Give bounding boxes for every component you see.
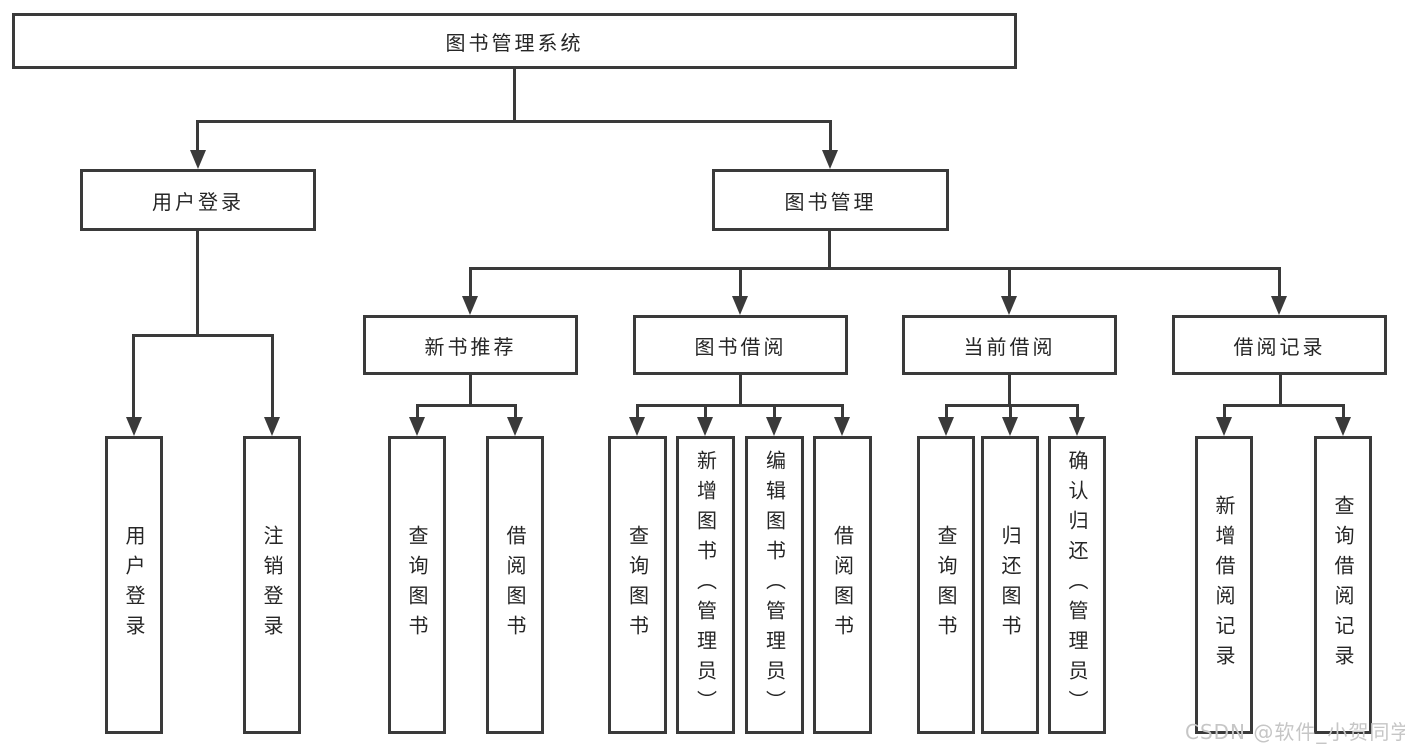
connector-line	[739, 375, 742, 406]
leaf-cb-query-books: 查询图书	[917, 436, 975, 734]
leaf-bb-query-books: 查询图书	[608, 436, 667, 734]
node-book-mgmt: 图书管理	[712, 169, 949, 231]
connector-line	[828, 231, 831, 269]
connector-line	[829, 120, 832, 153]
connector-line	[133, 334, 274, 337]
connector-line	[469, 267, 472, 299]
connector-line	[416, 404, 419, 420]
leaf-user-login-label: 用户登录	[122, 525, 146, 645]
connector-line	[514, 404, 517, 420]
arrowhead-icon	[697, 417, 713, 436]
connector-line	[132, 334, 135, 419]
leaf-bb-borrow-books-label: 借阅图书	[830, 525, 855, 645]
leaf-br-add-record-label: 新增借阅记录	[1212, 495, 1236, 675]
node-current-borrow-label: 当前借阅	[963, 334, 1056, 359]
connector-line	[1342, 404, 1345, 420]
node-root-label: 图书管理系统	[445, 30, 584, 55]
node-borrow-record-label: 借阅记录	[1233, 334, 1326, 359]
node-borrow-record: 借阅记录	[1172, 315, 1387, 375]
leaf-bb-edit-books-admin: 编辑图书（管理员）	[745, 436, 804, 734]
node-root: 图书管理系统	[12, 13, 1017, 69]
arrowhead-icon	[409, 417, 425, 436]
leaf-cb-return-books-label: 归还图书	[998, 525, 1022, 645]
connector-line	[513, 69, 516, 122]
leaf-cb-query-books-label: 查询图书	[934, 525, 958, 645]
connector-line	[197, 120, 832, 123]
leaf-br-add-record: 新增借阅记录	[1195, 436, 1253, 734]
arrowhead-icon	[126, 417, 142, 436]
connector-line	[271, 334, 274, 419]
connector-line	[1076, 404, 1079, 420]
arrowhead-icon	[938, 417, 954, 436]
connector-line	[636, 404, 639, 420]
node-new-book-rec: 新书推荐	[363, 315, 578, 375]
arrowhead-icon	[732, 296, 748, 315]
arrowhead-icon	[190, 150, 206, 169]
arrowhead-icon	[1335, 417, 1351, 436]
connector-line	[1009, 404, 1012, 420]
arrowhead-icon	[766, 417, 782, 436]
connector-line	[773, 404, 776, 420]
leaf-cb-return-books: 归还图书	[981, 436, 1039, 734]
leaf-user-login: 用户登录	[105, 436, 163, 734]
connector-line	[416, 404, 517, 407]
leaf-rec-borrow-books: 借阅图书	[486, 436, 544, 734]
arrowhead-icon	[1271, 296, 1287, 315]
leaf-br-query-record: 查询借阅记录	[1314, 436, 1372, 734]
connector-line	[196, 120, 199, 153]
arrowhead-icon	[507, 417, 523, 436]
connector-line	[1008, 267, 1011, 299]
connector-line	[469, 375, 472, 406]
arrowhead-icon	[834, 417, 850, 436]
arrowhead-icon	[629, 417, 645, 436]
node-new-book-rec-label: 新书推荐	[424, 334, 517, 359]
connector-line	[196, 231, 199, 336]
leaf-rec-borrow-books-label: 借阅图书	[503, 525, 527, 645]
node-current-borrow: 当前借阅	[902, 315, 1117, 375]
arrowhead-icon	[822, 150, 838, 169]
node-user-login: 用户登录	[80, 169, 316, 231]
arrowhead-icon	[264, 417, 280, 436]
connector-line	[945, 404, 1079, 407]
arrowhead-icon	[1069, 417, 1085, 436]
leaf-bb-add-books-admin: 新增图书（管理员）	[676, 436, 735, 734]
connector-line	[1223, 404, 1345, 407]
node-user-login-label: 用户登录	[152, 189, 244, 214]
node-book-borrow-label: 图书借阅	[694, 334, 787, 359]
arrowhead-icon	[1002, 417, 1018, 436]
connector-line	[1008, 375, 1011, 406]
leaf-bb-query-books-label: 查询图书	[625, 525, 650, 645]
leaf-br-query-record-label: 查询借阅记录	[1331, 495, 1355, 675]
leaf-bb-borrow-books: 借阅图书	[813, 436, 872, 734]
connector-line	[841, 404, 844, 420]
leaf-cb-confirm-return-admin: 确认归还（管理员）	[1048, 436, 1106, 734]
connector-line	[1279, 375, 1282, 406]
leaf-bb-add-books-admin-label: 新增图书（管理员）	[693, 450, 718, 720]
arrowhead-icon	[1001, 296, 1017, 315]
connector-line	[945, 404, 948, 420]
leaf-logout-label: 注销登录	[260, 525, 284, 645]
node-book-borrow: 图书借阅	[633, 315, 848, 375]
leaf-rec-query-books: 查询图书	[388, 436, 446, 734]
connector-line	[1278, 267, 1281, 299]
connector-line	[1223, 404, 1226, 420]
connector-line	[469, 267, 1281, 270]
leaf-bb-edit-books-admin-label: 编辑图书（管理员）	[762, 450, 787, 720]
connector-line	[739, 267, 742, 299]
leaf-rec-query-books-label: 查询图书	[405, 525, 429, 645]
arrowhead-icon	[1216, 417, 1232, 436]
connector-line	[704, 404, 707, 420]
leaf-cb-confirm-return-admin-label: 确认归还（管理员）	[1065, 450, 1089, 720]
node-book-mgmt-label: 图书管理	[784, 189, 877, 214]
watermark: CSDN @软件_小贺同学	[1185, 720, 1405, 744]
connector-line	[636, 404, 844, 407]
leaf-logout: 注销登录	[243, 436, 301, 734]
arrowhead-icon	[462, 296, 478, 315]
